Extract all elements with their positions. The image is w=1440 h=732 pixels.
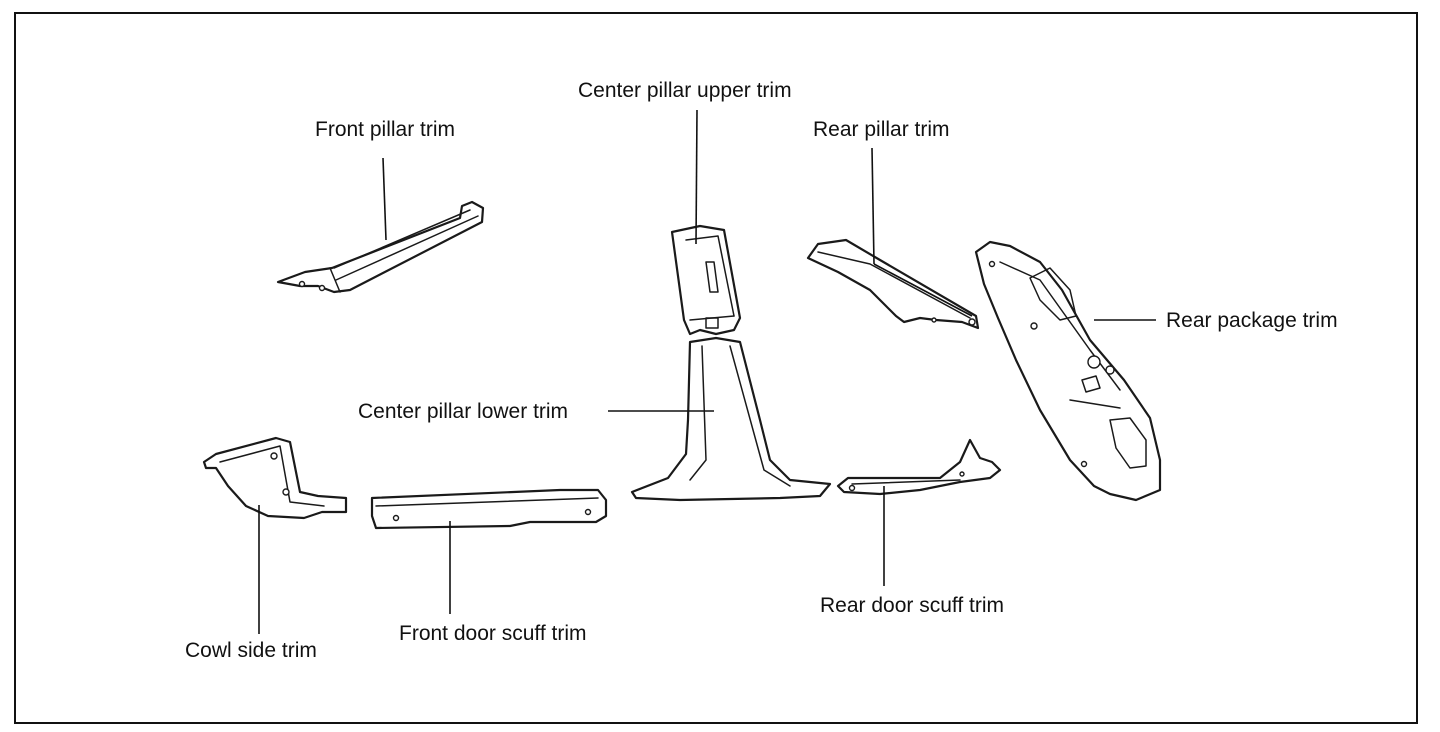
leader-rear-pillar-to-package: [873, 263, 973, 317]
rear-package-trim-part: [974, 240, 1162, 502]
label-cowl-side-trim: Cowl side trim: [185, 639, 317, 662]
center-pillar-upper-trim-part: [670, 224, 742, 336]
label-rear-door-scuff-trim: Rear door scuff trim: [820, 594, 1004, 617]
label-rear-package-trim: Rear package trim: [1166, 309, 1338, 332]
leader-front-pillar-trim: [382, 157, 387, 241]
cowl-side-trim-part: [202, 436, 348, 520]
label-center-pillar-lower-trim: Center pillar lower trim: [358, 400, 568, 423]
label-front-door-scuff-trim: Front door scuff trim: [399, 622, 587, 645]
front-door-scuff-trim-part: [370, 488, 608, 530]
center-pillar-lower-trim-part: [630, 336, 832, 502]
label-center-pillar-upper-trim: Center pillar upper trim: [578, 79, 792, 102]
rear-pillar-trim-part: [806, 238, 980, 330]
leader-lines: [258, 109, 1156, 634]
front-pillar-trim-part: [276, 200, 485, 294]
leader-center-pillar-upper-trim: [695, 109, 698, 245]
label-rear-pillar-trim: Rear pillar trim: [813, 118, 950, 141]
leader-rear-pillar-trim: [871, 147, 875, 265]
rear-door-scuff-trim-part: [836, 438, 1002, 496]
label-front-pillar-trim: Front pillar trim: [315, 118, 455, 141]
